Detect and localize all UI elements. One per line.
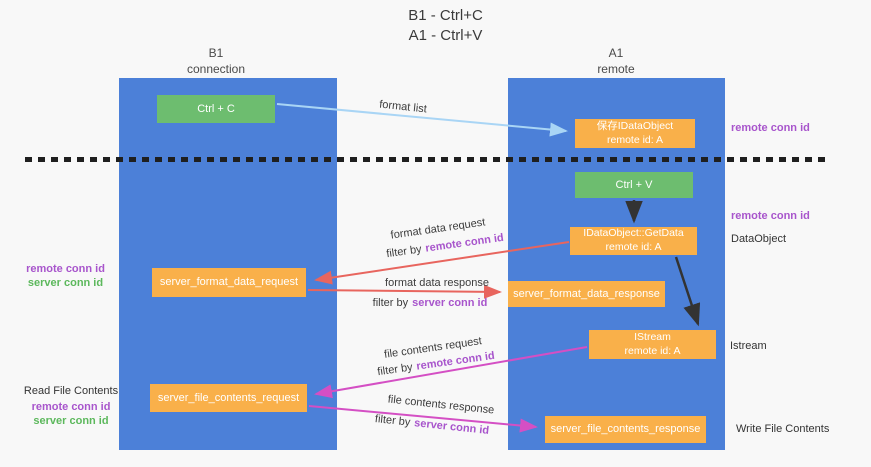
right-remote-conn-id-mid: remote conn id: [731, 210, 810, 222]
node-getdata-line1: IDataObject::GetData: [583, 227, 684, 240]
filter-by-text-4: filter by: [374, 413, 411, 429]
node-istream-line2: remote id: A: [624, 344, 681, 357]
title-line-2: A1 - Ctrl+V: [408, 26, 483, 44]
right-dataobject-label: DataObject: [731, 233, 787, 245]
lane-b1-name: B1: [208, 46, 224, 60]
node-istream: IStream remote id: A: [589, 330, 716, 359]
label-format-list: format list: [378, 98, 428, 116]
node-server-file-contents-request: server_file_contents_request: [150, 384, 307, 412]
node-ctrl-v-label: Ctrl + V: [615, 178, 653, 191]
node-server-file-contents-response: server_file_contents_response: [545, 416, 706, 443]
lane-b1-role: connection: [186, 61, 246, 76]
filter-server-conn-id-2: server conn id: [413, 417, 490, 437]
node-ctrl-c-label: Ctrl + C: [197, 102, 235, 115]
lane-header-b1: B1 connection: [136, 46, 296, 77]
left-remote-conn-id-2: remote conn id: [31, 401, 111, 414]
node-server-format-data-response-label: server_format_data_response: [513, 287, 660, 300]
label-file-contents-response: file contents response: [387, 393, 495, 417]
left-remote-conn-id-1: remote conn id: [26, 263, 105, 275]
left-conn-id-group: remote conn id server conn id: [8, 262, 123, 290]
node-getdata: IDataObject::GetData remote id: A: [570, 227, 697, 255]
node-server-format-data-response: server_format_data_response: [508, 281, 665, 307]
left-read-file-contents-group: Read File Contents remote conn id server…: [10, 384, 132, 428]
left-server-conn-id-2: server conn id: [33, 415, 109, 428]
node-ctrl-c: Ctrl + C: [157, 95, 275, 123]
node-ctrl-v: Ctrl + V: [575, 172, 693, 198]
node-server-file-contents-request-label: server_file_contents_request: [157, 391, 300, 404]
filter-by-text-3: filter by: [376, 361, 414, 379]
node-server-file-contents-response-label: server_file_contents_response: [550, 423, 701, 436]
right-write-file-contents-label: Write File Contents: [736, 423, 830, 435]
left-server-conn-id-1: server conn id: [27, 277, 104, 290]
filter-by-text-2: filter by: [372, 297, 409, 309]
node-getdata-line2: remote id: A: [605, 241, 662, 253]
right-istream-label: Istream: [730, 340, 767, 352]
diagram-title: B1 - Ctrl+C A1 - Ctrl+V: [10, 6, 871, 46]
node-save-idataobject-line1: 保存IDataObject: [596, 119, 674, 132]
left-read-file-contents-label: Read File Contents: [23, 385, 119, 397]
node-save-idataobject: 保存IDataObject remote id: A: [575, 119, 695, 148]
filter-by-text-1: filter by: [385, 243, 423, 261]
lane-a1-role: remote: [597, 61, 635, 76]
lane-header-a1: A1 remote: [536, 46, 696, 77]
dashed-divider: [25, 157, 831, 162]
node-istream-line1: IStream: [634, 330, 671, 343]
node-server-format-data-request: server_format_data_request: [152, 268, 306, 297]
lane-a1-name: A1: [608, 46, 624, 60]
title-line-1: B1 - Ctrl+C: [408, 7, 483, 24]
right-remote-conn-id-top: remote conn id: [731, 122, 810, 134]
label-format-data-response: format data response: [385, 277, 489, 289]
filter-server-conn-id-1: server conn id: [412, 297, 488, 309]
node-save-idataobject-line2: remote id: A: [606, 133, 664, 146]
node-server-format-data-request-label: server_format_data_request: [159, 276, 299, 289]
